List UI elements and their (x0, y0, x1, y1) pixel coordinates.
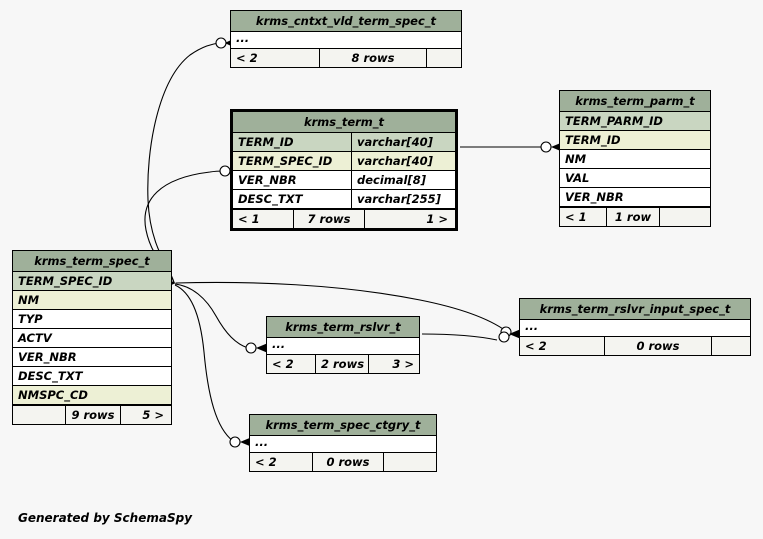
collapsed-columns-ellipsis: ... (231, 32, 461, 49)
footer-parent-count (13, 406, 65, 424)
footer-row-count: 0 rows (312, 453, 384, 471)
table-krms-term-spec-t[interactable]: krms_term_spec_t TERM_SPEC_ID NM TYP ACT… (12, 250, 172, 425)
column-row[interactable]: NM (560, 150, 710, 169)
column-row[interactable]: ACTV (13, 329, 171, 348)
table-krms-term-parm-t[interactable]: krms_term_parm_t TERM_PARM_ID TERM_ID NM… (559, 90, 711, 227)
column-row[interactable]: NM (13, 291, 171, 310)
footer-row-count: 2 rows (315, 355, 369, 373)
column-name: TERM_SPEC_ID (238, 154, 333, 168)
column-name: NM (18, 293, 40, 307)
edge-term-spec-to-rslvr (174, 283, 249, 349)
footer-parent-count: < 2 (525, 339, 547, 353)
column-type: decimal[8] (351, 171, 455, 189)
column-name: DESC_TXT (238, 192, 303, 206)
table-footer: < 1 1 row (560, 207, 710, 226)
footer-parent-count: < 1 (238, 212, 260, 226)
collapsed-columns-ellipsis: ... (520, 320, 750, 337)
footer-row-count: 0 rows (604, 337, 712, 355)
column-row[interactable]: VAL (560, 169, 710, 188)
table-footer: < 2 2 rows 3 > (267, 355, 419, 373)
column-name: VER_NBR (238, 173, 297, 187)
column-name: TYP (18, 312, 43, 326)
footer-child-count: 1 > (426, 212, 448, 226)
footer-child-count (384, 453, 434, 471)
column-name: NMSPC_CD (18, 388, 88, 402)
column-name: ACTV (18, 331, 52, 345)
table-footer: < 2 0 rows (250, 453, 436, 471)
table-title: krms_term_spec_ctgry_t (250, 415, 436, 436)
edge-term-spec-to-cntxt-vld (147, 42, 220, 284)
column-name: TERM_SPEC_ID (18, 274, 113, 288)
column-type: varchar[40] (351, 133, 455, 151)
column-name: TERM_PARM_ID (565, 114, 663, 128)
table-krms-term-rslvr-input-spec-t[interactable]: krms_term_rslvr_input_spec_t ... < 2 0 r… (519, 298, 751, 356)
column-row[interactable]: TERM_ID varchar[40] (233, 133, 455, 152)
footer-row-count: 8 rows (319, 49, 427, 67)
edge-term-spec-to-spec-ctgry (174, 284, 234, 442)
footer-parent-count: < 2 (236, 51, 258, 65)
table-title: krms_term_spec_t (13, 251, 171, 272)
table-krms-term-spec-ctgry-t[interactable]: krms_term_spec_ctgry_t ... < 2 0 rows (249, 414, 437, 472)
column-name: DESC_TXT (18, 369, 83, 383)
footer-child-count (712, 337, 748, 355)
footer-row-count: 9 rows (65, 406, 121, 424)
table-footer: < 2 0 rows (520, 337, 750, 355)
edge-endpoint-markers (164, 36, 564, 448)
column-row[interactable]: TERM_ID (560, 131, 710, 150)
collapsed-columns-ellipsis: ... (267, 338, 419, 355)
column-row[interactable]: TERM_SPEC_ID (13, 272, 171, 291)
column-type: varchar[255] (351, 190, 455, 208)
column-row[interactable]: DESC_TXT (13, 367, 171, 386)
column-row[interactable]: DESC_TXT varchar[255] (233, 190, 455, 209)
column-row[interactable]: VER_NBR (13, 348, 171, 367)
column-row[interactable]: NMSPC_CD (13, 386, 171, 405)
column-row[interactable]: TYP (13, 310, 171, 329)
table-krms-term-rslvr-t[interactable]: krms_term_rslvr_t ... < 2 2 rows 3 > (266, 316, 420, 374)
generated-by-credit: Generated by SchemaSpy (18, 511, 193, 525)
table-title: krms_term_parm_t (560, 91, 710, 112)
table-title: krms_term_rslvr_input_spec_t (520, 299, 750, 320)
column-name: TERM_ID (565, 133, 621, 147)
footer-row-count: 7 rows (293, 210, 365, 228)
column-name: TERM_ID (238, 135, 294, 149)
table-footer: 9 rows 5 > (13, 405, 171, 424)
table-title: krms_term_t (233, 112, 455, 133)
table-title: krms_cntxt_vld_term_spec_t (231, 11, 461, 32)
column-row[interactable]: VER_NBR (560, 188, 710, 207)
footer-child-count: 3 > (392, 357, 414, 371)
column-row[interactable]: TERM_PARM_ID (560, 112, 710, 131)
column-name: VER_NBR (18, 350, 77, 364)
table-title: krms_term_rslvr_t (267, 317, 419, 338)
footer-row-count: 1 row (606, 208, 660, 226)
column-type: varchar[40] (351, 152, 455, 170)
edge-rslvr-to-rslvr-input-spec (421, 333, 498, 341)
footer-parent-count: < 2 (255, 455, 277, 469)
footer-parent-count: < 2 (272, 357, 294, 371)
column-row[interactable]: VER_NBR decimal[8] (233, 171, 455, 190)
column-name: NM (565, 152, 587, 166)
footer-child-count (427, 49, 461, 67)
column-name: VER_NBR (565, 190, 624, 204)
column-row[interactable]: TERM_SPEC_ID varchar[40] (233, 152, 455, 171)
footer-parent-count: < 1 (565, 210, 587, 224)
table-krms-cntxt-vld-term-spec-t[interactable]: krms_cntxt_vld_term_spec_t ... < 2 8 row… (230, 10, 462, 68)
table-krms-term-t[interactable]: krms_term_t TERM_ID varchar[40] TERM_SPE… (230, 109, 458, 231)
footer-child-count: 5 > (142, 408, 164, 422)
table-footer: < 1 7 rows 1 > (233, 209, 455, 228)
collapsed-columns-ellipsis: ... (250, 436, 436, 453)
footer-child-count (660, 208, 708, 226)
table-footer: < 2 8 rows (231, 49, 461, 67)
column-name: VAL (565, 171, 590, 185)
